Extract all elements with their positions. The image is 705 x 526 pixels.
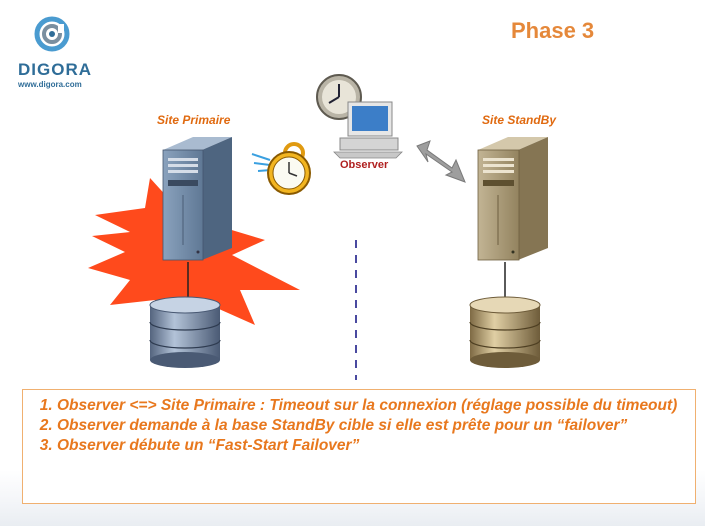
standby-database	[469, 296, 541, 368]
steps-list: Observer <=> Site Primaire : Timeout sur…	[31, 396, 687, 456]
step-item: Observer demande à la base StandBy cible…	[57, 416, 687, 436]
stopwatch-icon	[251, 142, 311, 195]
primary-database	[149, 296, 221, 368]
logo-brand: DIGORA	[18, 60, 92, 79]
step-item: Observer débute un “Fast-Start Failover”	[57, 436, 687, 456]
phase-title: Phase 3	[511, 18, 595, 43]
observer-label: Observer	[340, 159, 389, 171]
logo-url: www.digora.com	[18, 80, 82, 89]
step-item: Observer <=> Site Primaire : Timeout sur…	[57, 396, 687, 416]
observer-workstation	[316, 74, 403, 159]
primary-server	[162, 137, 232, 261]
steps-box: Observer <=> Site Primaire : Timeout sur…	[22, 389, 696, 504]
double-arrow-icon	[416, 140, 466, 183]
failover-diagram	[88, 74, 548, 380]
digora-logo-icon	[34, 16, 70, 52]
primary-site-label: Site Primaire	[157, 113, 231, 127]
standby-server	[477, 137, 548, 261]
standby-site-label: Site StandBy	[482, 113, 557, 127]
